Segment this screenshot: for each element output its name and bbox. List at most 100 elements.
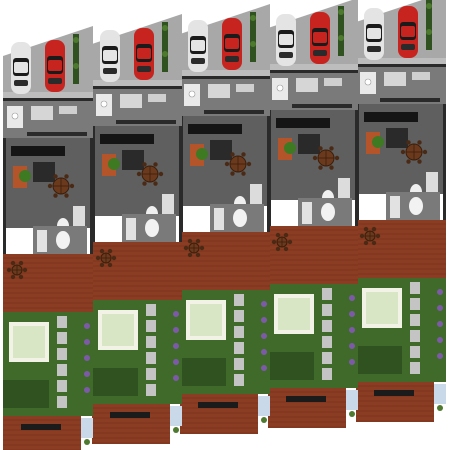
side-wall bbox=[92, 126, 95, 286]
lounge-table bbox=[233, 209, 247, 227]
chair bbox=[153, 162, 158, 167]
driveway-curb bbox=[92, 80, 182, 86]
rear-deck bbox=[180, 394, 258, 434]
chair bbox=[271, 239, 277, 245]
lounge-sofa bbox=[214, 208, 224, 230]
toilet bbox=[188, 90, 196, 98]
car-rear-window bbox=[14, 80, 28, 86]
kitchen-counter bbox=[148, 94, 166, 102]
chair bbox=[10, 260, 16, 266]
chair bbox=[107, 248, 113, 254]
kitchen-island bbox=[276, 118, 330, 128]
house-unit bbox=[92, 14, 182, 444]
lavender-bush bbox=[349, 343, 355, 349]
car-roof bbox=[48, 60, 62, 71]
shrub bbox=[338, 9, 344, 15]
stepping-stone bbox=[146, 352, 156, 364]
lavender-bush bbox=[261, 333, 267, 339]
chair bbox=[187, 238, 193, 244]
laundry bbox=[31, 106, 53, 120]
exterior-wall bbox=[180, 76, 270, 79]
house-unit bbox=[268, 0, 358, 428]
stepping-stone bbox=[322, 304, 332, 316]
parked-car-white bbox=[100, 30, 120, 82]
chair bbox=[6, 267, 12, 273]
chair bbox=[111, 255, 117, 261]
lavender-bush bbox=[437, 353, 443, 359]
terrace-table bbox=[359, 226, 381, 246]
lavender-bush bbox=[84, 371, 90, 377]
car-rear-window bbox=[48, 78, 62, 84]
lounge-table bbox=[56, 231, 70, 249]
chair bbox=[136, 171, 142, 177]
chair bbox=[359, 233, 365, 239]
chair bbox=[417, 159, 422, 164]
shrub bbox=[250, 41, 256, 47]
lavender-bush bbox=[173, 327, 179, 333]
parked-car-red bbox=[45, 40, 65, 92]
kitchen-counter-dark bbox=[380, 98, 440, 102]
chair bbox=[406, 159, 411, 164]
chair bbox=[283, 246, 289, 252]
toilet bbox=[364, 78, 372, 86]
driveway-curb bbox=[180, 70, 270, 76]
car-rear-window bbox=[103, 68, 117, 74]
chair bbox=[183, 245, 189, 251]
chair bbox=[241, 152, 246, 157]
chair bbox=[99, 262, 105, 268]
lawn-patch bbox=[3, 380, 49, 408]
side-wall bbox=[267, 116, 270, 276]
rear-deck bbox=[356, 382, 434, 422]
rear-deck bbox=[268, 388, 346, 428]
stepping-stone bbox=[57, 348, 67, 360]
car-roof bbox=[313, 32, 327, 43]
chair bbox=[47, 183, 53, 189]
chair bbox=[246, 161, 252, 167]
chair bbox=[22, 267, 28, 273]
car-roof bbox=[279, 34, 293, 45]
shrub bbox=[162, 25, 168, 31]
lavender-bush bbox=[84, 323, 90, 329]
lavender-bush bbox=[349, 359, 355, 365]
chair bbox=[187, 252, 193, 258]
stepping-stone bbox=[146, 368, 156, 380]
stepping-stone bbox=[410, 314, 420, 326]
house-unit bbox=[180, 4, 270, 434]
stepping-stone bbox=[322, 320, 332, 332]
kitchen-counter-dark bbox=[27, 132, 87, 136]
house-unit bbox=[356, 0, 446, 422]
stepping-stone bbox=[57, 332, 67, 344]
chair bbox=[18, 274, 24, 280]
side-wall bbox=[443, 104, 446, 264]
chair bbox=[10, 274, 16, 280]
kitchen-counter bbox=[324, 78, 342, 86]
lavender-bush bbox=[261, 317, 267, 323]
stepping-stone bbox=[234, 294, 244, 306]
car-roof bbox=[191, 40, 205, 51]
driveway-curb bbox=[356, 58, 446, 64]
courtyard-planter bbox=[372, 136, 384, 148]
chair bbox=[18, 260, 24, 266]
toilet bbox=[11, 112, 19, 120]
toilet bbox=[276, 84, 284, 92]
laundry bbox=[208, 84, 230, 98]
kitchen-counter-dark bbox=[204, 110, 264, 114]
lavender-bush bbox=[84, 339, 90, 345]
chair bbox=[64, 193, 69, 198]
dining-table bbox=[224, 152, 252, 176]
chair bbox=[275, 232, 281, 238]
stepping-stone bbox=[57, 380, 67, 392]
chair bbox=[53, 193, 58, 198]
shrub bbox=[426, 3, 432, 9]
chair bbox=[375, 233, 381, 239]
lavender-bush bbox=[173, 343, 179, 349]
shrub bbox=[73, 63, 79, 69]
chair bbox=[53, 174, 58, 179]
stepping-stone bbox=[146, 304, 156, 316]
water-feature bbox=[258, 396, 270, 416]
house-unit bbox=[3, 26, 93, 450]
terrace-table bbox=[6, 260, 28, 280]
stepping-stone bbox=[234, 326, 244, 338]
water-feature bbox=[434, 384, 446, 404]
